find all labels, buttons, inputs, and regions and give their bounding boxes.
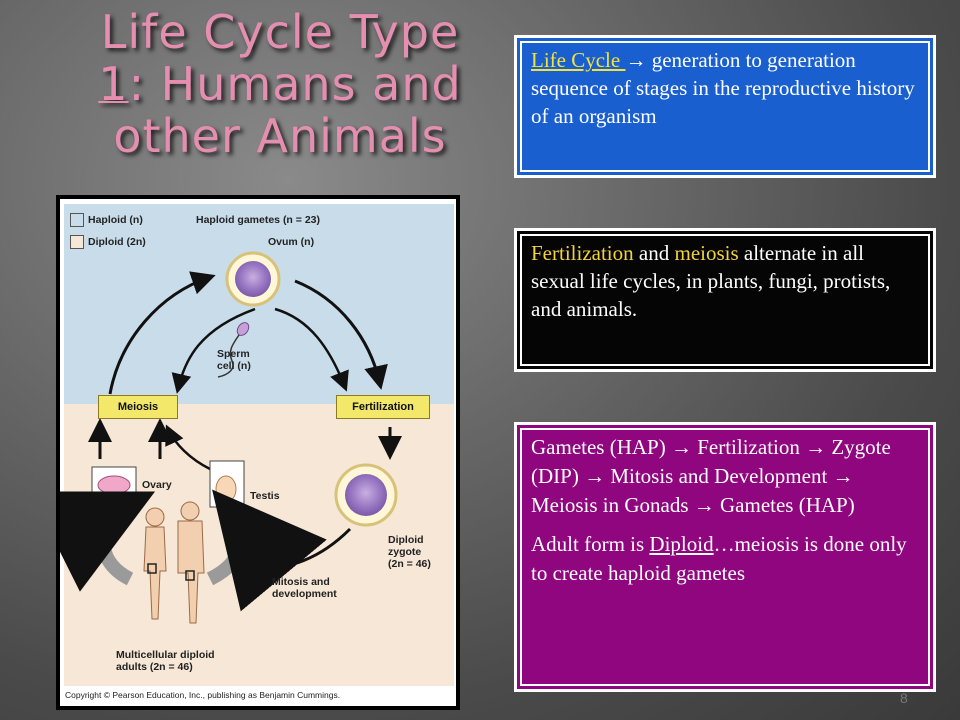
zygote-label-line2: zygote — [388, 546, 422, 558]
page-number: 8 — [900, 690, 908, 706]
sperm-label-line1: Sperm — [217, 348, 250, 360]
ovary-label: Ovary — [142, 479, 172, 491]
title-line1: Life Cycle Type — [100, 5, 460, 59]
life-cycle-definition: generation to generation sequence of sta… — [531, 48, 915, 128]
title-line2: : Humans and — [128, 57, 462, 111]
mitosis-label-line2: development — [272, 588, 337, 600]
adult-form-text: Adult form is Diploid…meiosis is done on… — [531, 530, 919, 588]
ovum-label: Ovum (n) — [268, 236, 315, 248]
male-adult-icon — [177, 501, 205, 624]
cycle-arrows — [60, 251, 402, 624]
life-cycle-sequence-box: Gametes (HAP) → Fertilization → Zygote (… — [514, 422, 936, 692]
sperm-label-line2: cell (n) — [217, 360, 251, 372]
mitosis-label-line1: Mitosis and — [272, 576, 330, 588]
zygote-nucleus-icon — [345, 474, 387, 516]
copyright-notice: Copyright © Pearson Education, Inc., pub… — [65, 690, 341, 700]
zygote-label-line1: Diploid — [388, 534, 424, 546]
slide-title: Life Cycle Type 1: Humans and other Anim… — [70, 6, 490, 162]
meiosis-term: meiosis — [674, 241, 739, 265]
fertilization-meiosis-box: Fertilization and meiosis alternate in a… — [514, 228, 936, 372]
title-type-number: 1 — [98, 57, 129, 111]
fertilization-stage: Fertilization — [336, 395, 430, 419]
arrow-icon: → — [625, 48, 647, 72]
legend-haploid: Haploid (n) — [88, 214, 143, 226]
sperm-icon — [236, 322, 250, 336]
and-text: and — [633, 241, 675, 265]
fertilization-text: alternate in all sexual life cycles, in … — [531, 241, 891, 321]
life-cycle-term: Life Cycle — [531, 48, 626, 72]
haploid-legend-swatch — [70, 213, 84, 227]
sequence-text: Gametes (HAP) → Fertilization → Zygote (… — [531, 435, 891, 517]
adults-label-line2: adults (2n = 46) — [116, 661, 193, 673]
diploid-term: Diploid — [649, 532, 714, 556]
adults-label-line1: Multicellular diploid — [116, 649, 215, 661]
adult-prefix: Adult form is — [531, 532, 650, 556]
life-cycle-diagram: Haploid (n) Diploid (2n) Haploid gametes… — [56, 195, 460, 710]
testis-label: Testis — [250, 490, 280, 502]
ovary-icon — [97, 475, 131, 495]
title-line3: other Animals — [113, 109, 447, 163]
ovum-nucleus-icon — [235, 261, 271, 297]
zygote-label-line3: (2n = 46) — [388, 558, 431, 570]
meiosis-stage: Meiosis — [98, 395, 178, 419]
haploid-gametes-label: Haploid gametes (n = 23) — [196, 214, 320, 226]
diploid-legend-swatch — [70, 235, 84, 249]
testis-icon — [215, 475, 237, 503]
life-cycle-definition-box: Life Cycle → generation to generation se… — [514, 35, 936, 178]
adult-suffix: …meiosis is done only to create haploid … — [531, 532, 907, 585]
legend-diploid: Diploid (2n) — [88, 236, 146, 248]
fertilization-term: Fertilization — [531, 241, 634, 265]
